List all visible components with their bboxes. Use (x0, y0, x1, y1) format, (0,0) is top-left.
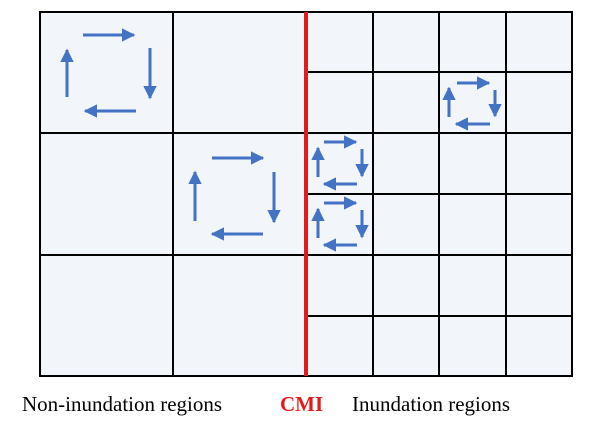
grid-lines (39, 11, 573, 377)
vortex-arrows-small-3 (311, 196, 369, 252)
vortex-arrows-small-2 (311, 135, 369, 191)
cmi-label: CMI (280, 392, 324, 416)
vortex-arrows-large-1 (60, 28, 157, 118)
non-inundation-label: Non-inundation regions (22, 392, 223, 416)
vortex-arrows-large-2 (188, 151, 281, 241)
grid-diagram (39, 11, 573, 377)
circulation-arrows (60, 28, 502, 252)
vortex-arrows-small-1 (442, 76, 502, 131)
inundation-label: Inundation regions (352, 392, 511, 416)
